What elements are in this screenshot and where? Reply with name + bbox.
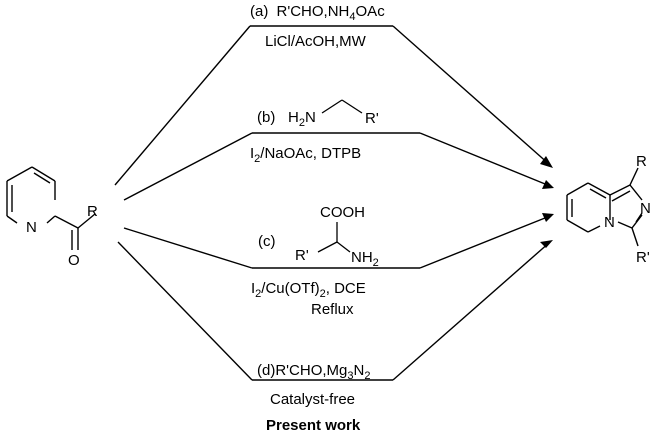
route-a-path [114, 25, 551, 186]
route-a-reagent-sub: 4 [349, 11, 355, 23]
route-c-cond-sub2: 2 [320, 288, 326, 300]
svg-text:NH2: NH2 [351, 249, 379, 269]
route-a-reagent: R'CHO,NH [277, 3, 350, 20]
route-a-tag: (a) [250, 3, 268, 20]
product-structure [566, 167, 643, 247]
route-b-cond-pre: I [250, 145, 254, 162]
svg-text:I2/NaOAc, DTPB: I2/NaOAc, DTPB [250, 145, 361, 165]
start-r: R [87, 203, 98, 220]
product-r-bottom: R' [636, 249, 650, 266]
route-b-path [123, 132, 551, 201]
arrowhead-a [540, 156, 553, 168]
acid-r: R' [295, 247, 309, 264]
svg-text:(a) R'CHO,NH4OAc: (a) R'CHO,NH4OAc [250, 3, 385, 23]
arrowhead-d [540, 240, 553, 248]
start-n: N [26, 219, 37, 236]
product-n-imid: N [640, 200, 651, 217]
route-c-tag: (c) [258, 233, 276, 250]
svg-text:I2/Cu(OTf)2, DCE: I2/Cu(OTf)2, DCE [251, 280, 366, 300]
route-c-path [123, 215, 551, 269]
benzylamine-structure: H2N R' [288, 99, 379, 129]
route-a-conditions: LiCl/AcOH,MW [265, 33, 367, 50]
route-d-path [117, 241, 551, 381]
route-d-conditions: Catalyst-free [270, 391, 355, 408]
route-a-reagent-tail: OAc [356, 3, 386, 20]
starting-material-structure [6, 166, 96, 250]
amine-h: H [288, 109, 299, 126]
route-d-tag: (d) [257, 362, 275, 379]
amino-acid-structure: COOH R' NH2 [295, 204, 379, 269]
acid-nh-sub: 2 [373, 257, 379, 269]
svg-text:H2N: H2N [288, 109, 316, 129]
route-c-cond-tail: , DCE [326, 280, 366, 297]
arrowhead-b [542, 180, 554, 189]
route-d-reagent-mid: N [354, 362, 365, 379]
product-n-ring: N [604, 214, 615, 231]
route-c-cond-mid: /Cu(OTf) [261, 280, 319, 297]
route-b-cond-sub: 2 [254, 153, 260, 165]
amine-n: N [305, 109, 316, 126]
route-d-reagent-sub: 3 [347, 370, 353, 382]
present-work-label: Present work [266, 417, 361, 434]
route-d-reagent: R'CHO,Mg [275, 362, 347, 379]
amine-h-sub: 2 [299, 117, 305, 129]
route-c-cond-sub: 2 [255, 288, 261, 300]
acid-cooh: COOH [320, 204, 365, 221]
route-d-reagent-sub2: 2 [364, 370, 370, 382]
start-o: O [68, 252, 80, 269]
route-b-cond-tail: /NaOAc, DTPB [260, 145, 361, 162]
route-c-cond-pre: I [251, 280, 255, 297]
arrowhead-c [542, 213, 554, 222]
svg-text:(d)R'CHO,Mg3N2: (d)R'CHO,Mg3N2 [257, 362, 370, 382]
route-b-tag: (b) [257, 109, 275, 126]
amine-r: R' [365, 110, 379, 127]
route-c-conditions2: Reflux [311, 301, 354, 318]
product-r-top: R [636, 153, 647, 170]
acid-nh: NH [351, 249, 373, 266]
